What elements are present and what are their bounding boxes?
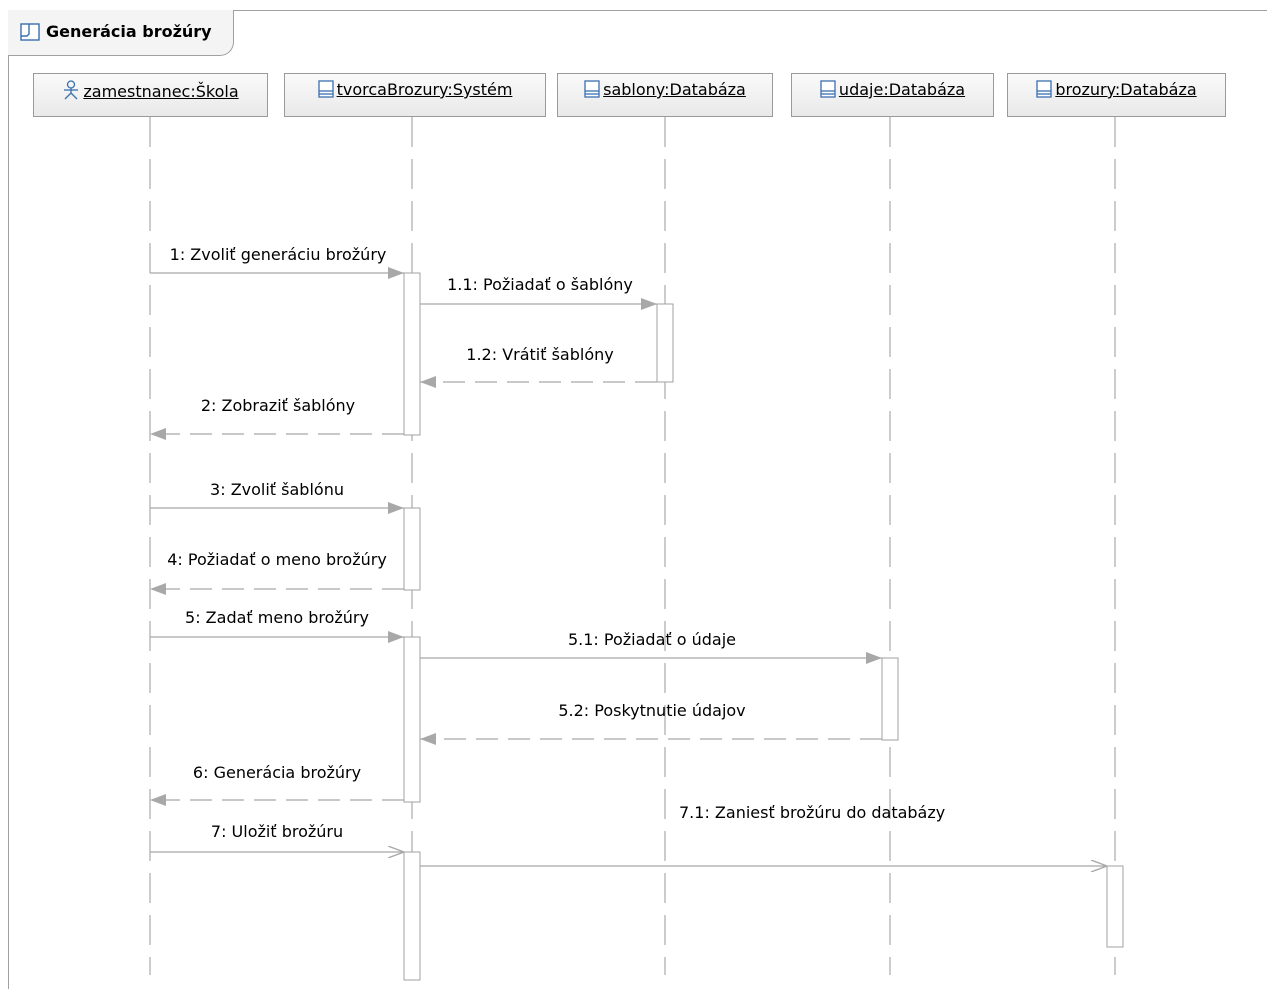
activation-bar: [403, 507, 421, 591]
message-label-1: 1: Zvoliť generáciu brožúry: [169, 245, 387, 264]
activation-bar: [1106, 865, 1124, 948]
message-label-1-1: 1.1: Požiadať o šablóny: [447, 275, 633, 294]
message-label-5-1: 5.1: Požiadať o údaje: [567, 630, 737, 649]
message-label-5: 5: Zadať meno brožúry: [185, 608, 369, 627]
lifeline-brozury[interactable]: brozury:Databáza: [1007, 73, 1226, 117]
message-label-7-1: 7.1: Zaniesť brožúru do databázy: [679, 803, 946, 822]
class-icon: [1036, 80, 1052, 98]
message-label-2: 2: Zobraziť šablóny: [200, 396, 356, 415]
interaction-icon: [20, 23, 40, 45]
class-icon: [820, 80, 836, 98]
lifeline-zamestnanec[interactable]: zamestnanec:Škola: [33, 73, 268, 117]
frame-tab: Generácia brožúry: [8, 10, 234, 56]
activation-bar: [656, 303, 674, 383]
message-label-1-2: 1.2: Vrátiť šablóny: [466, 345, 614, 364]
lifeline-tvorcaBrozury[interactable]: tvorcaBrozury:Systém: [284, 73, 546, 117]
diagram-frame: [8, 10, 1267, 989]
message-label-6: 6: Generácia brožúry: [192, 763, 362, 782]
activation-bar: [403, 272, 421, 436]
actor-icon: [64, 80, 79, 100]
class-icon: [317, 80, 334, 98]
frame-title: Generácia brožúry: [46, 22, 212, 41]
lifeline-label: brozury:Databáza: [1055, 80, 1197, 99]
message-label-3: 3: Zvoliť šablónu: [210, 480, 344, 499]
lifeline-label: sablony:Databáza: [603, 80, 746, 99]
class-icon: [584, 80, 600, 98]
lifeline-sablony[interactable]: sablony:Databáza: [557, 73, 773, 117]
lifeline-udaje[interactable]: udaje:Databáza: [791, 73, 994, 117]
activation-bar: [403, 636, 421, 803]
message-label-5-2: 5.2: Poskytnutie údajov: [558, 701, 746, 720]
message-label-7: 7: Uložiť brožúru: [210, 822, 344, 841]
message-label-4: 4: Požiadať o meno brožúry: [167, 550, 387, 569]
lifeline-label: zamestnanec:Škola: [83, 82, 239, 101]
lifeline-label: udaje:Databáza: [838, 80, 966, 99]
lifeline-label: tvorcaBrozury:Systém: [336, 80, 513, 99]
activation-bar: [403, 851, 421, 981]
activation-bar: [881, 657, 899, 741]
